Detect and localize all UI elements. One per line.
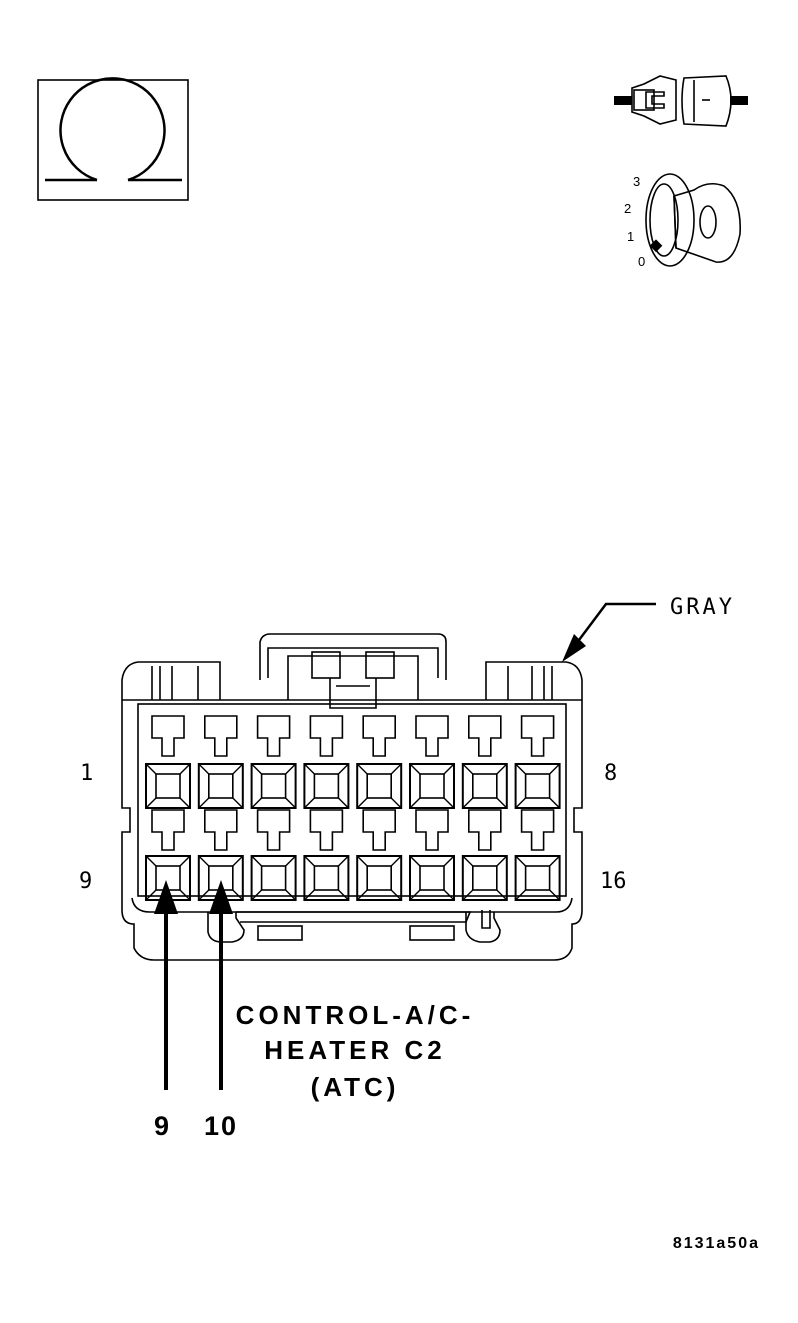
connector-color-callout: GRAY [562,595,735,662]
disconnected-connector-icon [614,75,748,127]
ignition-key-off-icon: 3 2 1 0 [624,173,741,269]
probe-number-10: 10 [204,1111,238,1141]
pin-cavity-2 [197,715,244,809]
pin-label-16: 16 [600,869,627,894]
pin-cavity-6 [409,715,455,809]
pin-cavity-15 [461,809,508,901]
pin-cavity-8 [514,715,561,809]
connector-caption-line3: (ATC) [311,1072,400,1102]
connector-body [121,633,583,961]
pin-cavity-16 [514,809,561,901]
probe-number-9: 9 [154,1111,171,1141]
pin-cavity-5 [356,715,403,809]
probe-arrow-pin-9 [154,880,178,1090]
pin-label-1: 1 [80,761,93,786]
pin-cavity-7 [461,715,508,809]
ignition-position-1: 1 [627,229,634,244]
figure-code: 8131a50a [673,1235,760,1252]
pin-cavity-14 [409,809,455,901]
connector-color-label: GRAY [670,595,735,620]
pin-label-8: 8 [604,761,617,786]
connector-caption-line2: HEATER C2 [264,1035,445,1065]
ohm-symbol-icon [37,77,189,201]
connector-pin-cavities [145,715,561,901]
ignition-position-2: 2 [624,201,631,216]
ignition-position-3: 3 [633,174,640,189]
ignition-position-0: 0 [638,254,645,269]
pin-label-9: 9 [79,869,92,894]
pin-cavity-3 [250,715,297,809]
pin-cavity-4 [303,715,350,809]
pin-cavity-12 [303,809,350,901]
probe-arrow-pin-10 [209,880,233,1090]
pin-cavity-1 [145,715,191,809]
pin-cavity-11 [250,809,297,901]
connector-caption-line1: CONTROL-A/C- [236,1000,475,1030]
pin-cavity-13 [356,809,403,901]
